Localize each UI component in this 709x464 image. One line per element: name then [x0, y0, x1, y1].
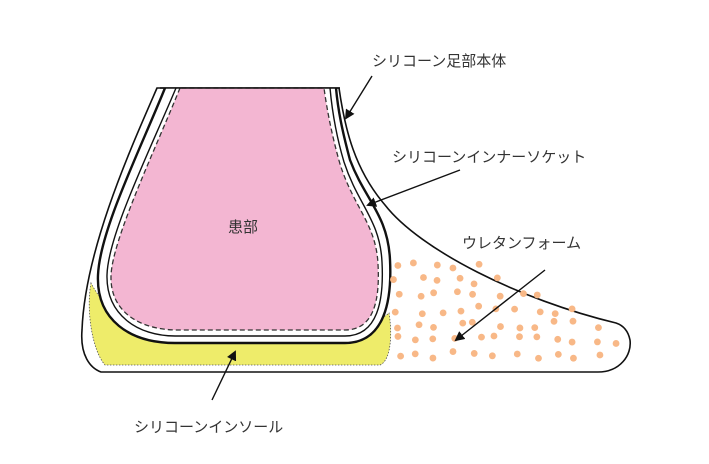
label-insole: シリコーンインソール	[134, 418, 284, 436]
foam-dot	[570, 354, 577, 362]
foam-dot	[456, 274, 464, 282]
foam-dot	[469, 290, 476, 298]
foam-dot	[516, 333, 523, 341]
foam-dot	[391, 308, 399, 316]
foam-dot	[420, 274, 427, 281]
foam-dot	[595, 324, 602, 332]
foam-dot	[568, 305, 576, 313]
foam-dot	[433, 277, 441, 284]
foam-dot	[496, 292, 504, 300]
foam-dot	[516, 324, 524, 332]
foam-dot	[470, 350, 478, 357]
foam-dot	[568, 338, 576, 346]
arrow-insole	[211, 350, 237, 401]
foam-dot	[475, 302, 483, 310]
foam-dot	[533, 333, 541, 341]
foam-dot	[394, 262, 402, 269]
foam-dot	[390, 276, 397, 283]
foam-dot	[395, 290, 403, 298]
foam-dot	[612, 340, 620, 347]
label-inner-socket: シリコーンインナーソケット	[392, 148, 587, 166]
affected-area	[110, 87, 379, 331]
label-affected-area: 患部	[228, 218, 259, 236]
foam-dot	[433, 261, 441, 269]
arrow-foot-body	[344, 75, 373, 120]
foam-dot	[429, 335, 437, 343]
foam-dot	[478, 333, 485, 341]
foam-dot	[394, 324, 401, 332]
urethane-foam-dots	[390, 259, 620, 362]
label-foot-body: シリコーン足部本体	[372, 52, 507, 70]
foam-dot	[569, 317, 577, 325]
foam-dot	[497, 323, 504, 330]
foam-dot	[493, 274, 501, 282]
foam-dot	[554, 335, 562, 343]
arrow-inner-socket	[366, 169, 461, 207]
foam-dot	[449, 264, 457, 272]
foam-dot	[415, 321, 423, 329]
label-urethane-foam: ウレタンフォーム	[462, 234, 582, 252]
foam-dot	[475, 260, 483, 268]
foam-dot	[417, 292, 425, 300]
foam-dot	[468, 318, 476, 326]
foam-dot	[429, 354, 437, 362]
foam-dot	[397, 352, 405, 360]
foam-dot	[513, 350, 521, 358]
foam-dot	[535, 354, 542, 362]
foam-dot	[554, 350, 562, 358]
foam-dot	[520, 290, 527, 297]
foam-dot	[430, 289, 438, 297]
foam-dot	[411, 336, 419, 344]
foam-dot	[430, 323, 437, 331]
foam-dot	[394, 333, 402, 340]
foam-dot	[536, 308, 544, 316]
foam-dot	[533, 291, 541, 299]
foam-dot	[531, 324, 539, 332]
foam-dot	[449, 348, 457, 355]
foam-dot	[488, 352, 496, 360]
foam-dot	[454, 288, 461, 296]
arrow-urethane-foam	[454, 269, 546, 342]
foam-dot	[439, 309, 447, 317]
foam-dot	[551, 310, 559, 318]
foam-dot	[409, 259, 417, 267]
foam-dot	[511, 305, 518, 313]
foam-dot	[470, 280, 478, 288]
foam-dot	[418, 310, 426, 318]
foam-dot	[457, 307, 465, 315]
foam-dot	[411, 350, 419, 358]
foam-dot	[490, 332, 498, 340]
foam-dot	[459, 319, 467, 327]
foam-dot	[594, 338, 601, 346]
foam-dot	[550, 317, 558, 325]
silicone-insole	[88, 281, 392, 366]
foam-dot	[596, 351, 604, 359]
